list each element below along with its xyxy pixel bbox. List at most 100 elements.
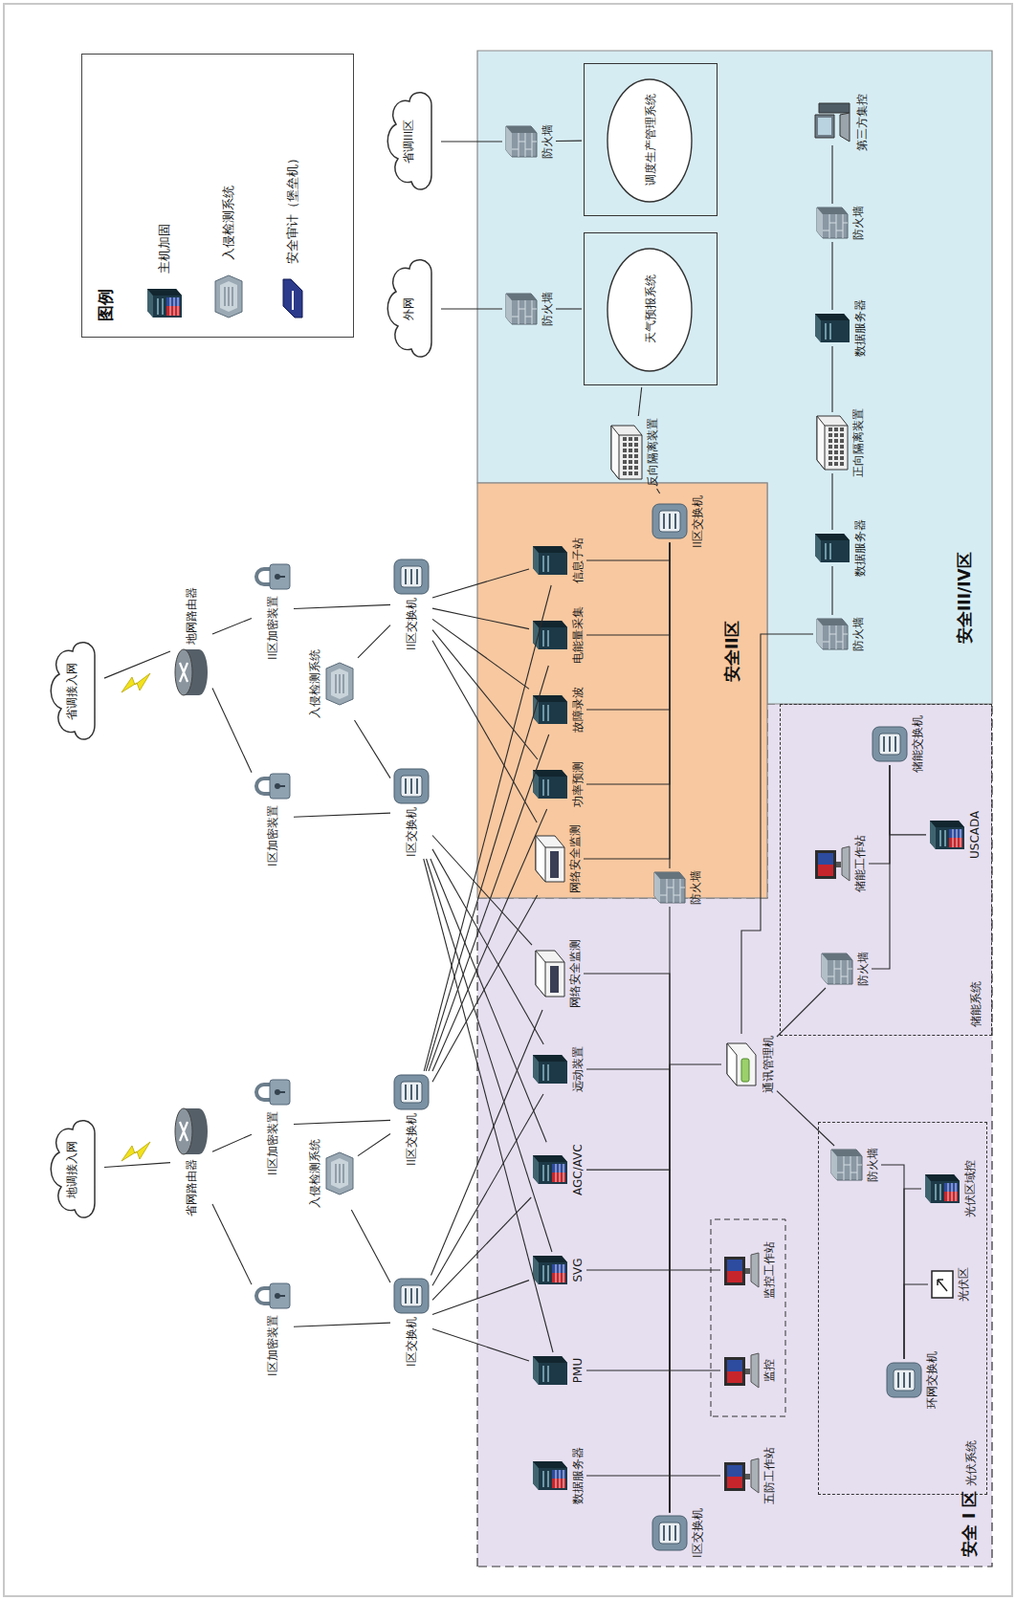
firewall-icon bbox=[815, 617, 850, 652]
switch-icon bbox=[884, 1361, 924, 1400]
server-device: PMU bbox=[530, 1354, 585, 1388]
firewall-device: 防火墙 bbox=[504, 124, 554, 159]
legend-text: 主机加固 bbox=[157, 223, 172, 274]
device-label: I区交换机 bbox=[404, 807, 419, 858]
device-label: I区交换机 bbox=[404, 1317, 419, 1368]
switch-device: II区交换机 bbox=[650, 495, 705, 549]
switch-icon bbox=[392, 767, 431, 806]
firewall-icon bbox=[504, 291, 539, 327]
isolator-device: 反向隔离装置 bbox=[609, 418, 660, 487]
connector-line bbox=[104, 651, 171, 679]
hserver-icon bbox=[530, 1459, 570, 1493]
switch-icon bbox=[392, 557, 431, 597]
switch-device: I区交换机 bbox=[392, 1277, 431, 1368]
hws-icon bbox=[722, 1351, 761, 1391]
connector-line bbox=[586, 1270, 670, 1513]
connector-line bbox=[668, 906, 670, 1513]
hws-device: 储能工作站 bbox=[813, 835, 867, 893]
hws-icon bbox=[722, 1457, 761, 1496]
connector-line bbox=[432, 895, 538, 1083]
connector-line bbox=[430, 1010, 543, 1276]
device-label: 监控工作站 bbox=[762, 1241, 776, 1300]
firewall-icon bbox=[819, 951, 855, 987]
server-device: 远动装置 bbox=[530, 1046, 585, 1093]
lock-device: I区加密装置 bbox=[253, 769, 292, 867]
server-icon bbox=[813, 311, 852, 345]
zone-label: 安全 I 区 bbox=[959, 1491, 979, 1558]
legend-box: 图例主机加固入侵检测系统安全审计（堡垒机） bbox=[81, 53, 354, 338]
connector-line bbox=[586, 542, 670, 710]
device-label: AGC/AVC bbox=[571, 1144, 585, 1196]
connector-line bbox=[776, 1091, 835, 1147]
legend-sample bbox=[145, 287, 184, 320]
connector-line bbox=[776, 988, 826, 1038]
hserver-device: USCADA bbox=[927, 811, 982, 860]
connector-line bbox=[871, 765, 890, 970]
lock-icon bbox=[253, 769, 292, 804]
device-label: 省网路由器 bbox=[184, 1159, 199, 1217]
switch-device: II区交换机 bbox=[392, 557, 431, 651]
switch-icon bbox=[650, 1514, 689, 1553]
connector-line bbox=[638, 387, 641, 417]
connector-line bbox=[432, 835, 532, 946]
hws-device: 监控 bbox=[722, 1351, 776, 1391]
connector-line bbox=[357, 1133, 391, 1156]
connector-line bbox=[426, 859, 553, 1253]
security-zone: 安全III/IV区反向隔离装置防火墙数据服务器正向隔离装置数据服务器防火墙第三方… bbox=[477, 50, 993, 705]
connector-line bbox=[831, 145, 833, 204]
device-label: USCADA bbox=[968, 811, 982, 860]
hserver-icon bbox=[530, 1153, 570, 1187]
ids-icon bbox=[323, 1150, 356, 1197]
legend-sample bbox=[279, 277, 307, 320]
server-icon bbox=[530, 1053, 570, 1086]
router-device: 地网路由器 bbox=[172, 587, 211, 699]
ids-icon bbox=[323, 661, 356, 707]
netmon-device: 网络安全监测 bbox=[533, 824, 582, 894]
hserver-icon bbox=[923, 1172, 962, 1206]
security-zone: 安全 I 区 数据服务器 PMU SVG AGC/AVC 远动装置 网络安全监测 I区交换机 五… bbox=[477, 898, 993, 1568]
pvbox-device: 光伏区 bbox=[929, 1267, 971, 1303]
network-cloud: 外网 bbox=[377, 251, 440, 367]
hserver-icon bbox=[927, 818, 967, 852]
node-label: 地调接入网 bbox=[65, 1141, 79, 1199]
connector-line bbox=[831, 473, 833, 531]
device-label: 数据服务器 bbox=[853, 299, 867, 357]
hws-device: 五防工作站 bbox=[722, 1447, 776, 1505]
hserver-device: AGC/AVC bbox=[530, 1144, 585, 1196]
server-device: 数据服务器 bbox=[813, 519, 867, 577]
pc-device: 第三方集控 bbox=[811, 93, 869, 152]
ids-device: 入侵检测系统 bbox=[308, 649, 356, 719]
device-label: 功率预测 bbox=[571, 761, 585, 808]
connector-line bbox=[881, 1165, 905, 1360]
subsystem-band: 储能系统防火墙储能工作站储能交换机USCADA bbox=[779, 704, 993, 1037]
device-label: SVG bbox=[571, 1258, 585, 1282]
connector-line bbox=[432, 809, 548, 1072]
isolator-device: 正向隔离装置 bbox=[815, 408, 865, 478]
hws-icon bbox=[722, 1251, 761, 1290]
device-label: II区交换机 bbox=[404, 597, 419, 651]
connector-line bbox=[432, 618, 530, 689]
hserver-icon bbox=[530, 1254, 570, 1287]
connector-line bbox=[555, 140, 582, 143]
connector-line bbox=[432, 640, 537, 823]
switch-device: I区交换机 bbox=[650, 1508, 705, 1559]
netmon-device: 网络安全监测 bbox=[533, 939, 582, 1009]
connector-line bbox=[669, 1064, 722, 1513]
hws-icon bbox=[813, 844, 852, 884]
switch-icon bbox=[870, 725, 909, 764]
device-label: 入侵检测系统 bbox=[308, 1139, 322, 1209]
connector-line bbox=[586, 1370, 670, 1513]
device-label: II区交换机 bbox=[690, 495, 705, 549]
connector-line bbox=[432, 1094, 544, 1286]
connector-line bbox=[423, 585, 552, 1072]
device-label: I区交换机 bbox=[690, 1508, 705, 1559]
connector-line bbox=[583, 973, 670, 1513]
connector-line bbox=[904, 1284, 928, 1360]
device-label: II区加密装置 bbox=[265, 1111, 280, 1176]
zone-label-holder: 光伏系统 bbox=[960, 1440, 979, 1487]
device-label: I区加密装置 bbox=[265, 805, 280, 867]
connector-line bbox=[441, 140, 503, 142]
connector-line bbox=[657, 488, 661, 494]
device-label: 数据服务器 bbox=[571, 1447, 585, 1505]
